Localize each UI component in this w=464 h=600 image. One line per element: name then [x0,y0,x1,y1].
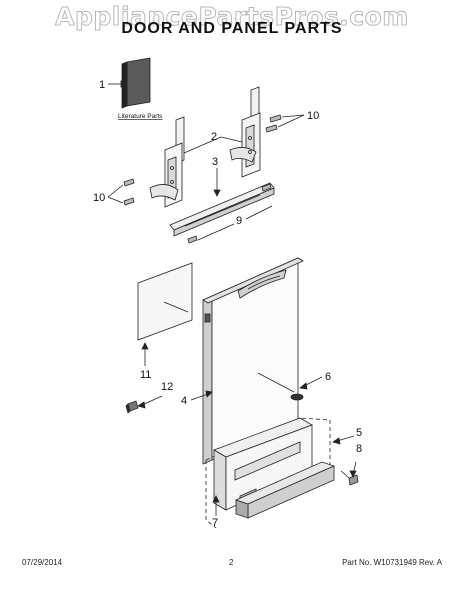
badge-part [290,393,304,401]
callout-2: 2 [211,131,217,143]
footer-date: 07/29/2014 [22,558,63,567]
callout-4: 4 [181,395,187,407]
insulation-panel [137,262,193,341]
toe-screw [348,474,359,486]
right-hinge-bracket [229,86,261,178]
literature-booklet [121,57,151,109]
watermark: AppliancePartsPros.com [55,2,409,32]
callout-8: 8 [356,443,362,455]
callout-9: 9 [236,215,242,227]
left-hinge-bracket [149,116,185,208]
callout-3: 3 [212,156,218,168]
callout-1: 1 [99,79,105,91]
screws-left [123,178,135,206]
door-rail [169,182,275,237]
rail-screws [187,183,272,244]
footer-part-number: Part No. W10731949 Rev. A [342,558,442,567]
callout-5: 5 [356,427,362,439]
toe-panel [234,461,336,519]
door-panel [202,257,304,465]
callout-12: 12 [161,381,173,393]
callout-6: 6 [325,371,331,383]
panel-clip [125,400,139,414]
screws-right [265,114,282,133]
literature-label: Literature Parts [118,113,163,120]
callout-10-left: 10 [93,192,105,204]
page-title: DOOR AND PANEL PARTS [121,20,343,37]
callout-7: 7 [212,517,218,529]
callout-11: 11 [140,369,151,381]
callout-10-right: 10 [307,110,319,122]
footer-page-number: 2 [229,558,234,567]
